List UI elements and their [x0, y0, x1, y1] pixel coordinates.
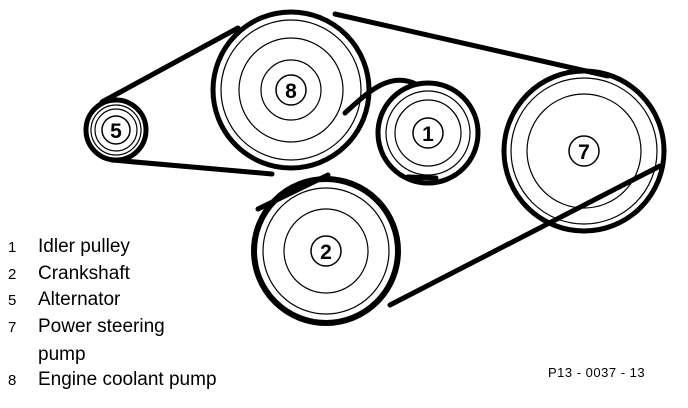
drive-belt [99, 11, 663, 308]
legend-item-8: 8 Engine coolant pump [8, 369, 217, 396]
legend-text: Idler pulley [38, 236, 130, 257]
legend-text: Crankshaft [38, 262, 130, 284]
legend-item-7: 7 Power steering [8, 316, 217, 343]
legend-item-2: 2 Crankshaft [8, 263, 217, 290]
pulley-7-power-steering: 7 [501, 68, 667, 234]
pulley-8-number: 8 [285, 80, 297, 103]
legend-text: Alternator [38, 289, 121, 310]
legend-text: Power steering [38, 315, 165, 337]
pulley-5-number: 5 [110, 120, 122, 143]
legend-number: 1 [8, 239, 17, 256]
legend-number: 2 [8, 265, 17, 283]
pulley-8-coolant-pump: 8 [210, 9, 372, 171]
pulley-5-alternator: 5 [83, 97, 149, 163]
legend-item-1: 1 Idler pulley [8, 236, 217, 263]
legend-number: 8 [8, 371, 17, 389]
pulley-2-number: 2 [320, 241, 332, 264]
legend: 1 Idler pulley 2 Crankshaft 5 Alternator… [8, 236, 217, 395]
pulley-1-idler: 1 [375, 80, 481, 186]
legend-number: 5 [8, 292, 17, 309]
legend-text-continuation: pump [38, 344, 86, 365]
legend-number: 7 [8, 318, 17, 336]
pulley-7-number: 7 [578, 141, 590, 164]
pulley-2-crankshaft: 2 [251, 176, 401, 326]
figure-reference-code: P13 - 0037 - 13 [548, 365, 646, 380]
legend-text: Engine coolant pump [38, 368, 217, 390]
legend-item-5: 5 Alternator [8, 289, 217, 316]
pulley-1-number: 1 [422, 123, 434, 146]
